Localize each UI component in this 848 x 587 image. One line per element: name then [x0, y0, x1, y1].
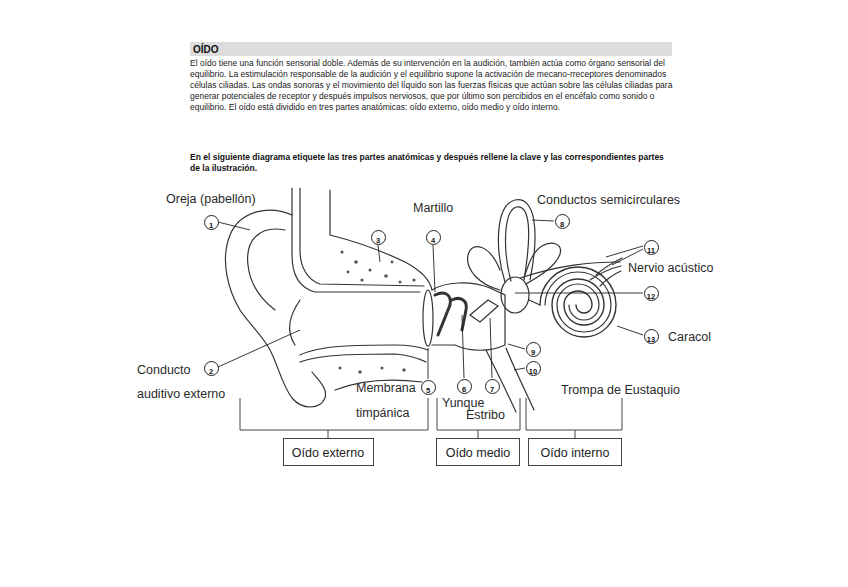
- region-label: Oído interno: [541, 446, 610, 460]
- middle-ear-cavity: [432, 283, 505, 350]
- bone-dot: [339, 367, 342, 370]
- brackets: [240, 398, 622, 438]
- intro-paragraph: El oído tiene una función sensorial dobl…: [190, 58, 674, 113]
- leader-line: [462, 315, 464, 378]
- tympanic-membrane: [423, 290, 433, 346]
- callout-circle: 7: [485, 379, 500, 394]
- part-label: Trompa de Eustaquio: [561, 383, 680, 398]
- callout-number: 11: [647, 246, 655, 255]
- region-box: Oído medio: [436, 438, 520, 466]
- leader-line: [514, 368, 525, 370]
- bone-dot: [399, 281, 402, 284]
- callout-number: 9: [531, 348, 535, 357]
- callout-circle: 5: [421, 380, 436, 395]
- leader-line: [378, 245, 380, 262]
- callout-circle: 1: [204, 215, 219, 230]
- title-band: [190, 42, 672, 56]
- callout-number: 7: [490, 385, 494, 394]
- bone-dot: [369, 269, 372, 272]
- region-label: Oído externo: [292, 446, 364, 460]
- region-label: Oído medio: [446, 446, 511, 460]
- part-label: Martillo: [413, 201, 453, 216]
- cochlea: [545, 272, 611, 332]
- leader-line: [617, 326, 643, 335]
- page-title: OÍDO: [193, 43, 219, 56]
- callout-number: 5: [426, 386, 430, 395]
- callout-number: 1: [209, 221, 213, 230]
- nerve-fiber: [600, 271, 621, 286]
- bone-dot: [360, 278, 363, 281]
- semicircular-canal: [468, 247, 500, 290]
- leader-line: [428, 348, 429, 379]
- callout-circle: 9: [526, 342, 541, 357]
- instruction-text: En el siguiente diagrama etiquete las tr…: [190, 152, 674, 174]
- bone-dot: [381, 367, 384, 370]
- nerve-fiber: [520, 262, 620, 278]
- bone-dot: [412, 278, 415, 281]
- malleus: [435, 293, 450, 335]
- bone-dot: [391, 261, 394, 264]
- leader-lines: [218, 220, 643, 379]
- region-box: Oído interno: [528, 438, 622, 466]
- bone-dots: [339, 250, 416, 373]
- callout-number: 10: [529, 367, 537, 376]
- part-label: Caracol: [668, 330, 711, 345]
- callout-circle: 3: [371, 230, 386, 245]
- bone-dot: [347, 271, 350, 274]
- bracket: [526, 398, 622, 438]
- part-label: Oreja (pabellón): [166, 192, 256, 207]
- part-label: Estribo: [466, 408, 505, 423]
- concha: [290, 300, 300, 345]
- leader-line: [515, 293, 643, 294]
- pinna-outline: [225, 210, 325, 407]
- callout-number: 13: [647, 335, 655, 344]
- pinna-fold: [248, 229, 285, 310]
- callout-circle: 11: [644, 240, 659, 255]
- bone-dot: [384, 274, 388, 278]
- skin-line: [300, 188, 424, 286]
- leader-line: [218, 330, 300, 367]
- part-label: Nervio acústico: [628, 261, 713, 276]
- stapes: [470, 300, 498, 322]
- canal-wall: [300, 345, 428, 355]
- semicircular-canal: [524, 243, 561, 284]
- leader-line: [508, 344, 525, 349]
- leader-line: [433, 245, 435, 292]
- bone-dot: [358, 370, 361, 373]
- callout-circle: 2: [204, 361, 219, 376]
- callout-circle: 10: [526, 361, 541, 376]
- bone-dot: [354, 260, 358, 264]
- cochlea: [540, 267, 616, 337]
- callout-circle: 8: [555, 214, 570, 229]
- incus: [452, 298, 466, 330]
- callout-circle: 6: [457, 379, 472, 394]
- callout-number: 8: [560, 220, 564, 229]
- bone-dot: [340, 250, 343, 253]
- callout-circle: 13: [644, 329, 659, 344]
- callout-number: 3: [376, 236, 380, 245]
- semicircular-canal: [506, 207, 529, 281]
- cochlea-link: [529, 300, 540, 305]
- part-label: Conductos semicirculares: [537, 193, 680, 208]
- region-box: Oído externo: [283, 438, 374, 466]
- callout-circle: 12: [644, 286, 659, 301]
- leader-line: [218, 222, 250, 230]
- callout-number: 4: [431, 236, 435, 245]
- callout-number: 12: [647, 292, 655, 301]
- semicircular-canal: [498, 200, 535, 282]
- leader-line: [490, 318, 492, 378]
- callout-number: 2: [209, 367, 213, 376]
- bone-dot: [402, 368, 405, 371]
- ear-drawing: [225, 188, 622, 412]
- callout-circle: 4: [426, 230, 441, 245]
- callout-number: 6: [462, 385, 466, 394]
- skin-line: [292, 188, 420, 292]
- leader-line: [532, 220, 554, 221]
- part-label: Conducto auditivo externo: [137, 358, 232, 406]
- part-label: Membrana timpánica: [356, 376, 419, 426]
- canal-wall: [300, 354, 426, 362]
